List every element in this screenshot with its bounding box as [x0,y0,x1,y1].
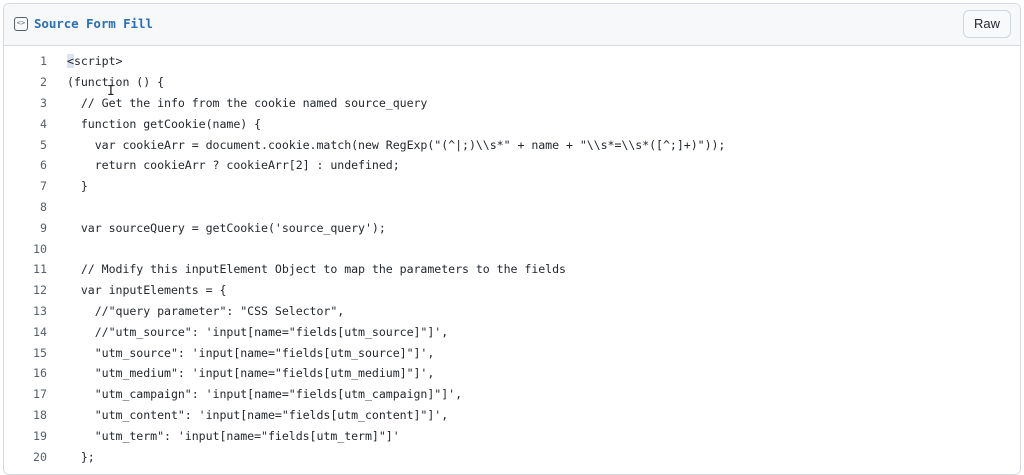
code-line: 9 var sourceQuery = getCookie('source_qu… [4,217,1020,238]
line-number[interactable]: 10 [33,241,47,256]
line-number[interactable]: 4 [40,116,47,131]
line-number[interactable]: 9 [40,220,47,235]
line-number[interactable]: 5 [40,137,47,152]
line-number[interactable]: 12 [33,283,47,298]
code-line: 14 //"utm_source": 'input[name="fields[u… [4,321,1020,342]
code-line: 5 var cookieArr = document.cookie.match(… [4,134,1020,155]
code-body[interactable]: 1 <script> 2 (function () { 3 // Get the inf… [4,46,1020,467]
line-number[interactable]: 11 [33,262,47,277]
code-line: 6 return cookieArr ? cookieArr[2] : unde… [4,155,1020,176]
line-number[interactable]: 18 [33,407,47,422]
file-title-link[interactable]: Source Form Fill [34,16,153,31]
line-code: //"utm_source": 'input[name="fields[utm_… [67,324,449,339]
code-line: 4 function getCookie(name) { [4,113,1020,134]
code-line: 17 "utm_campaign": 'input[name="fields[u… [4,384,1020,405]
code-square-icon: <> [14,16,28,31]
line-number[interactable]: 14 [33,324,47,339]
line-code: <script> [67,54,123,69]
code-line: 2 (function () { [4,72,1020,93]
code-line: 12 var inputElements = { [4,280,1020,301]
line-number[interactable]: 3 [40,95,47,110]
code-line: 1 <script> [4,51,1020,72]
file-header: <> Source Form Fill Raw [4,4,1020,46]
code-line: 7 } [4,176,1020,197]
line-code: "utm_content": 'input[name="fields[utm_c… [67,407,449,422]
line-number[interactable]: 6 [40,158,47,173]
line-code: } [67,179,88,194]
line-number[interactable]: 1 [40,54,47,69]
code-line: 3 // Get the info from the cookie named … [4,93,1020,114]
line-code: //"query parameter": "CSS Selector", [67,303,345,318]
line-number[interactable]: 17 [33,387,47,402]
line-number[interactable]: 20 [33,449,47,464]
line-code: function getCookie(name) { [67,116,262,131]
code-line: 8 [4,197,1020,218]
line-code: "utm_campaign": 'input[name="fields[utm_… [67,387,463,402]
line-number[interactable]: 2 [40,75,47,90]
selection-highlight: < [67,54,74,69]
line-code: // Get the info from the cookie named so… [67,95,428,110]
file-viewer: <> Source Form Fill Raw 1 <script> 2 (funct… [3,3,1021,475]
code-line: 11 // Modify this inputElement Object to… [4,259,1020,280]
line-code: "utm_medium": 'input[name="fields[utm_me… [67,366,435,381]
raw-button[interactable]: Raw [962,9,1011,38]
line-code: var sourceQuery = getCookie('source_quer… [67,220,386,235]
code-line: 20 }; [4,446,1020,467]
code-line: 19 "utm_term": 'input[name="fields[utm_t… [4,425,1020,446]
line-number[interactable]: 19 [33,428,47,443]
text-cursor-icon: I [107,85,115,99]
line-number[interactable]: 8 [40,199,47,214]
line-number[interactable]: 13 [33,303,47,318]
line-code: (function () { [67,75,165,90]
code-line: 10 [4,238,1020,259]
line-number[interactable]: 16 [33,366,47,381]
file-title-group: <> Source Form Fill [14,16,153,31]
line-code: "utm_term": 'input[name="fields[utm_term… [67,428,400,443]
line-code: // Modify this inputElement Object to ma… [67,262,566,277]
code-line: 13 //"query parameter": "CSS Selector", [4,301,1020,322]
code-line: 18 "utm_content": 'input[name="fields[ut… [4,405,1020,426]
line-number[interactable]: 15 [33,345,47,360]
line-code: var inputElements = { [67,283,227,298]
code-line: 16 "utm_medium": 'input[name="fields[utm… [4,363,1020,384]
line-code: }; [67,449,95,464]
line-number[interactable]: 7 [40,179,47,194]
line-code: var cookieArr = document.cookie.match(ne… [67,137,726,152]
line-code: "utm_source": 'input[name="fields[utm_so… [67,345,435,360]
line-code: return cookieArr ? cookieArr[2] : undefi… [67,158,400,173]
code-line: 15 "utm_source": 'input[name="fields[utm… [4,342,1020,363]
